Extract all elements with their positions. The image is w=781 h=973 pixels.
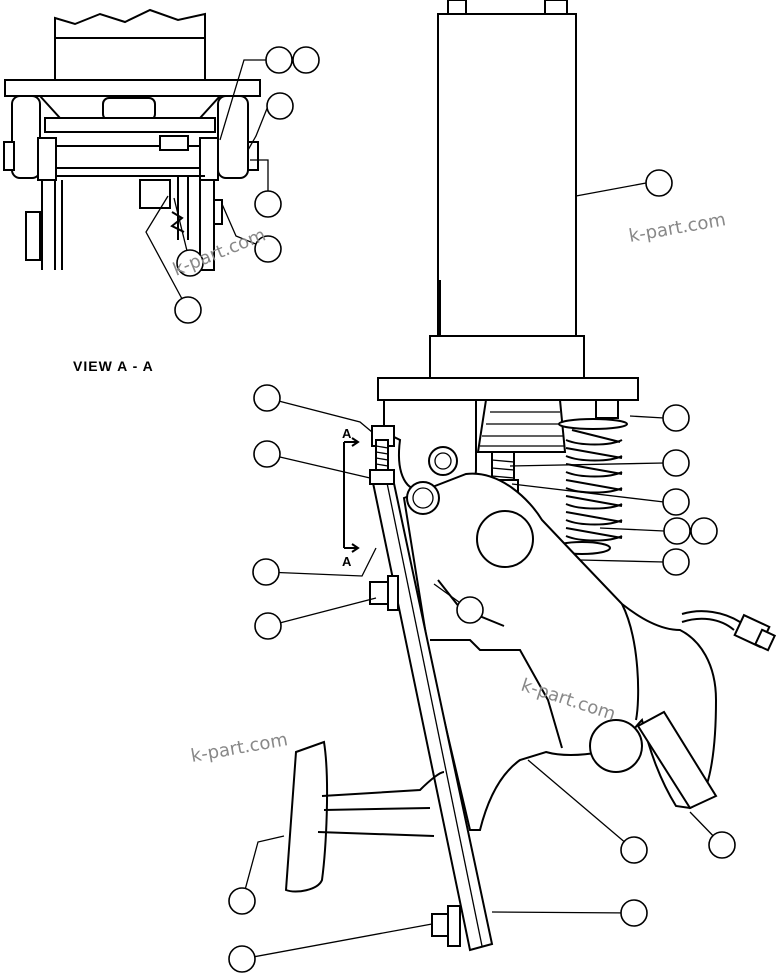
- callout-balloon: [292, 46, 320, 74]
- callout-balloon: [254, 190, 282, 218]
- callout-balloon: [662, 548, 690, 576]
- callout-balloon: [662, 488, 690, 516]
- callout-balloon: [265, 46, 293, 74]
- callout-balloon: [662, 449, 690, 477]
- callout-balloon: [620, 836, 648, 864]
- callout-balloon: [690, 517, 718, 545]
- callout-balloon: [176, 249, 204, 277]
- view-title: VIEW A - A: [73, 358, 154, 374]
- callout-balloon: [228, 887, 256, 915]
- callout-balloon: [252, 558, 280, 586]
- callouts: [174, 46, 736, 973]
- watermark: k-part.com: [189, 729, 289, 767]
- main-assembly: [284, 0, 777, 952]
- section-line-a-a: A A: [342, 426, 360, 569]
- callout-balloon: [645, 169, 673, 197]
- callout-balloon: [228, 945, 256, 973]
- callout-balloon: [174, 296, 202, 324]
- section-mark-bottom: A: [342, 554, 352, 569]
- watermark: k-part.com: [627, 209, 727, 247]
- callout-balloon: [456, 596, 484, 624]
- callout-balloon: [708, 831, 736, 859]
- callout-balloon: [620, 899, 648, 927]
- view-a-a-detail: [3, 8, 261, 271]
- callout-balloon: [254, 235, 282, 263]
- callout-balloon: [663, 517, 691, 545]
- callout-balloon: [662, 404, 690, 432]
- leader-lines: [145, 59, 723, 960]
- section-mark-top: A: [342, 426, 352, 441]
- callout-balloon: [253, 440, 281, 468]
- callout-balloon: [254, 612, 282, 640]
- callout-balloon: [253, 384, 281, 412]
- callout-balloon: [266, 92, 294, 120]
